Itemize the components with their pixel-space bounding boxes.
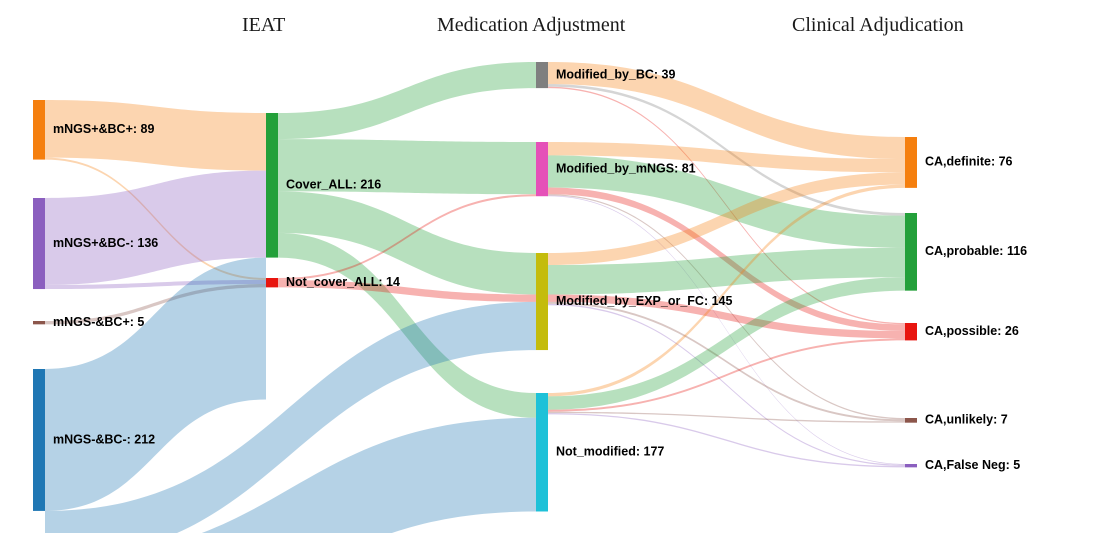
sankey-link xyxy=(278,191,536,295)
sankey-node-label: Cover_ALL: 216 xyxy=(286,178,381,192)
sankey-link xyxy=(548,338,905,412)
sankey-link xyxy=(548,142,905,173)
sankey-link xyxy=(548,84,905,216)
sankey-node[interactable] xyxy=(905,418,917,423)
sankey-link xyxy=(45,257,266,511)
sankey-link xyxy=(548,172,905,266)
sankey-node-label: CA,False Neg: 5 xyxy=(925,458,1020,472)
sankey-node[interactable] xyxy=(266,278,278,288)
sankey-link xyxy=(548,303,905,467)
column-header-medication-adjustment: Medication Adjustment xyxy=(437,14,626,36)
sankey-link xyxy=(201,417,536,533)
sankey-node-label: CA,unlikely: 7 xyxy=(925,413,1008,427)
sankey-node-label: mNGS+&BC-: 136 xyxy=(53,236,158,250)
sankey-node[interactable] xyxy=(536,62,548,89)
sankey-node-label: Modified_by_BC: 39 xyxy=(556,67,676,81)
sankey-link xyxy=(548,411,905,423)
sankey-link xyxy=(548,86,905,325)
sankey-node[interactable] xyxy=(33,321,45,325)
sankey-link xyxy=(548,194,905,420)
sankey-node-label: CA,definite: 76 xyxy=(925,155,1013,169)
sankey-link xyxy=(548,195,905,465)
column-header-ieat: IEAT xyxy=(242,14,286,36)
sankey-link xyxy=(278,232,536,418)
sankey-link xyxy=(278,62,536,140)
sankey-link xyxy=(278,194,536,281)
sankey-link xyxy=(45,280,266,290)
sankey-nodes-layer xyxy=(33,62,917,512)
sankey-node[interactable] xyxy=(905,464,917,468)
sankey-link xyxy=(548,187,905,332)
sankey-node[interactable] xyxy=(536,253,548,351)
sankey-link xyxy=(548,413,905,468)
sankey-node-label: CA,possible: 26 xyxy=(925,324,1019,338)
sankey-link xyxy=(278,280,536,302)
sankey-node[interactable] xyxy=(536,142,548,197)
sankey-labels-layer: mNGS+&BC+: 89 mNGS+&BC-: 136 mNGS-&BC+: 5 m… xyxy=(53,67,1027,472)
sankey-node-label: Modified_by_EXP_or_FC: 145 xyxy=(556,294,732,308)
column-header-clinical-adjudication: Clinical Adjudication xyxy=(792,14,964,36)
sankey-node-label: Not_cover_ALL: 14 xyxy=(286,275,400,289)
sankey-link xyxy=(45,284,266,325)
sankey-link xyxy=(45,301,536,533)
sankey-node[interactable] xyxy=(905,213,917,291)
sankey-links-layer xyxy=(45,62,905,533)
sankey-link xyxy=(548,277,905,410)
sankey-node[interactable] xyxy=(905,323,917,341)
sankey-node-label: mNGS-&BC+: 5 xyxy=(53,315,144,329)
sankey-link xyxy=(548,247,905,295)
sankey-link xyxy=(45,100,266,171)
sankey-node[interactable] xyxy=(536,393,548,512)
sankey-link xyxy=(548,301,905,422)
sankey-node-label: mNGS+&BC+: 89 xyxy=(53,122,154,136)
sankey-node-label: Modified_by_mNGS: 81 xyxy=(556,161,696,175)
sankey-link xyxy=(548,184,905,397)
sankey-node-label: CA,probable: 116 xyxy=(925,244,1027,258)
sankey-link xyxy=(548,62,905,160)
sankey-node[interactable] xyxy=(33,100,45,160)
sankey-node[interactable] xyxy=(266,113,278,258)
sankey-node-label: mNGS-&BC-: 212 xyxy=(53,432,155,446)
sankey-node[interactable] xyxy=(33,198,45,290)
sankey-link xyxy=(45,170,266,286)
sankey-link xyxy=(548,155,905,248)
sankey-node[interactable] xyxy=(905,137,917,188)
sankey-node[interactable] xyxy=(33,369,45,511)
sankey-link xyxy=(278,139,536,195)
sankey-node-label: Not_modified: 177 xyxy=(556,445,664,459)
sankey-link xyxy=(45,157,266,281)
sankey-link xyxy=(548,294,905,339)
